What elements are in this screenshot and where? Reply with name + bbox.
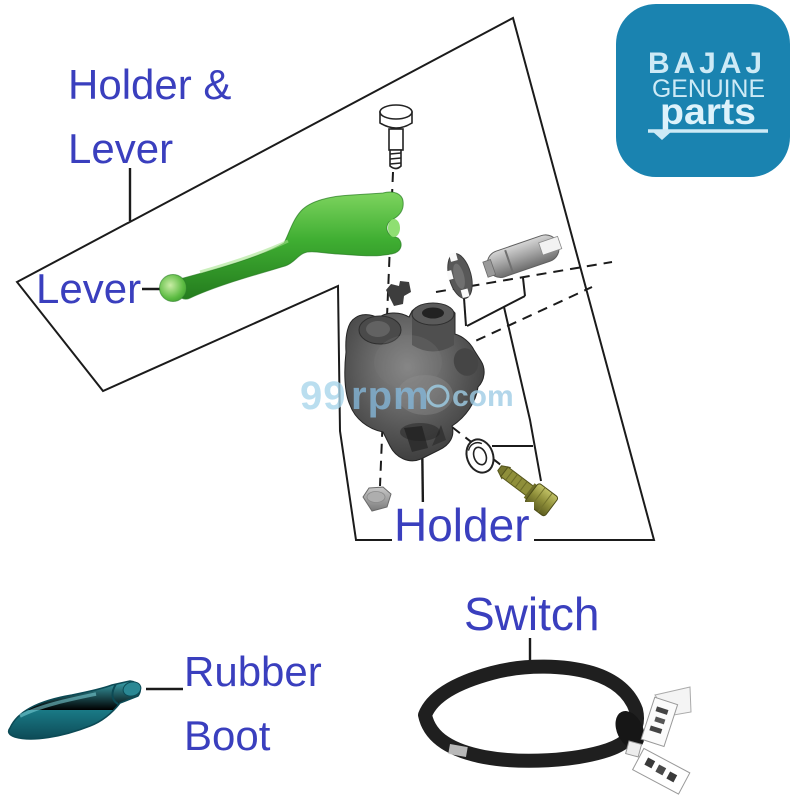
cable-tag-small bbox=[448, 744, 468, 757]
rubber-boot-label-line2: Boot bbox=[184, 712, 271, 759]
spring-washer-icon bbox=[465, 438, 495, 474]
adjuster-disc-icon bbox=[446, 252, 473, 299]
holder-lever-label-line2: Lever bbox=[68, 125, 173, 172]
watermark-ring-icon bbox=[426, 384, 450, 408]
holder-label-backing bbox=[392, 502, 534, 544]
holder-icon bbox=[344, 281, 485, 462]
bajaj-logo-arrow-icon bbox=[652, 131, 672, 140]
watermark-num: 99 bbox=[300, 374, 347, 418]
holder-lever-label-line1: Holder & bbox=[68, 61, 231, 108]
rubber-boot-icon bbox=[7, 680, 142, 740]
switch-cable-icon bbox=[418, 659, 692, 795]
holder-label: Holder bbox=[394, 499, 530, 551]
grouping-bracket-lines bbox=[463, 277, 542, 482]
side-axis-dashed-line bbox=[429, 286, 593, 363]
pin-bracket-line bbox=[522, 277, 526, 297]
lever-label: Lever bbox=[36, 265, 141, 312]
watermark-mid: rpm bbox=[351, 374, 430, 418]
watermark: 99 rpm com bbox=[300, 374, 514, 418]
watermark-tld: com bbox=[452, 380, 514, 413]
connector-labels-icon bbox=[625, 686, 692, 795]
disc-bracket-line bbox=[463, 297, 467, 327]
lever-icon bbox=[159, 191, 404, 302]
pivot-bolt-icon bbox=[379, 104, 413, 170]
nut-icon bbox=[362, 486, 392, 512]
bajaj-logo-genuine: GENUINE bbox=[652, 75, 765, 103]
bajaj-logo-brand: BAJAJ bbox=[648, 47, 766, 80]
rubber-boot-label-line1: Rubber bbox=[184, 648, 322, 695]
bracket-diagonal-line bbox=[466, 295, 526, 327]
adjuster-axis-dashed-line bbox=[435, 261, 613, 293]
pivot-pin-icon bbox=[482, 234, 563, 278]
bracket-long-line bbox=[503, 306, 542, 482]
part-labels: Holder & Lever Lever Holder Switch Rubbe… bbox=[36, 61, 599, 759]
assembly-boundary-outline bbox=[15, 16, 656, 541]
switch-label: Switch bbox=[464, 588, 599, 640]
bajaj-logo: BAJAJ GENUINE parts bbox=[616, 4, 790, 177]
switch-connector-icon bbox=[615, 711, 645, 749]
bajaj-logo-parts: parts bbox=[660, 91, 756, 132]
